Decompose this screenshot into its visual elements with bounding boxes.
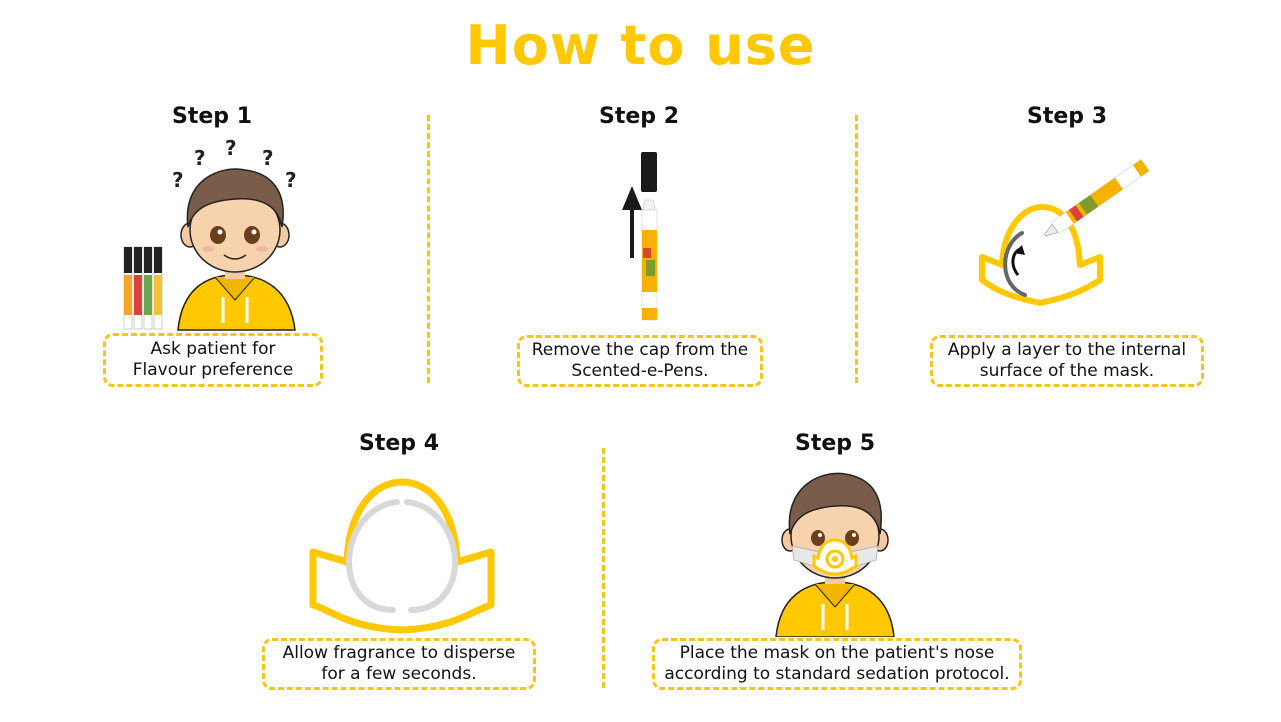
divider-4-5 bbox=[602, 448, 605, 688]
pen-applying-to-mask-illustration bbox=[979, 159, 1150, 306]
mask-outline-illustration bbox=[309, 478, 495, 634]
page-title: How to use bbox=[465, 14, 816, 77]
svg-text:?: ? bbox=[225, 136, 237, 160]
divider-2-3 bbox=[855, 115, 858, 383]
boy-wearing-mask-illustration bbox=[775, 472, 895, 637]
nasal-mask-icon bbox=[812, 538, 858, 576]
svg-text:?: ? bbox=[262, 146, 274, 170]
step-2-label: Step 2 bbox=[599, 104, 679, 129]
boy-thinking-illustration: ????? bbox=[123, 136, 297, 331]
svg-text:?: ? bbox=[172, 168, 184, 192]
step-1-label: Step 1 bbox=[172, 104, 252, 129]
mask-outline-icon bbox=[309, 478, 495, 634]
pen-cap-removal-illustration bbox=[622, 152, 658, 321]
step-4-label: Step 4 bbox=[359, 431, 439, 456]
question-marks-icon: ????? bbox=[172, 136, 297, 192]
step-5-label: Step 5 bbox=[795, 431, 875, 456]
svg-text:?: ? bbox=[285, 168, 297, 192]
scented-pens-icon bbox=[123, 246, 163, 330]
svg-text:?: ? bbox=[194, 146, 206, 170]
arrow-up-icon bbox=[622, 186, 642, 258]
step-3-label: Step 3 bbox=[1027, 104, 1107, 129]
mask-outline-icon bbox=[979, 204, 1103, 306]
divider-1-2 bbox=[427, 115, 430, 383]
